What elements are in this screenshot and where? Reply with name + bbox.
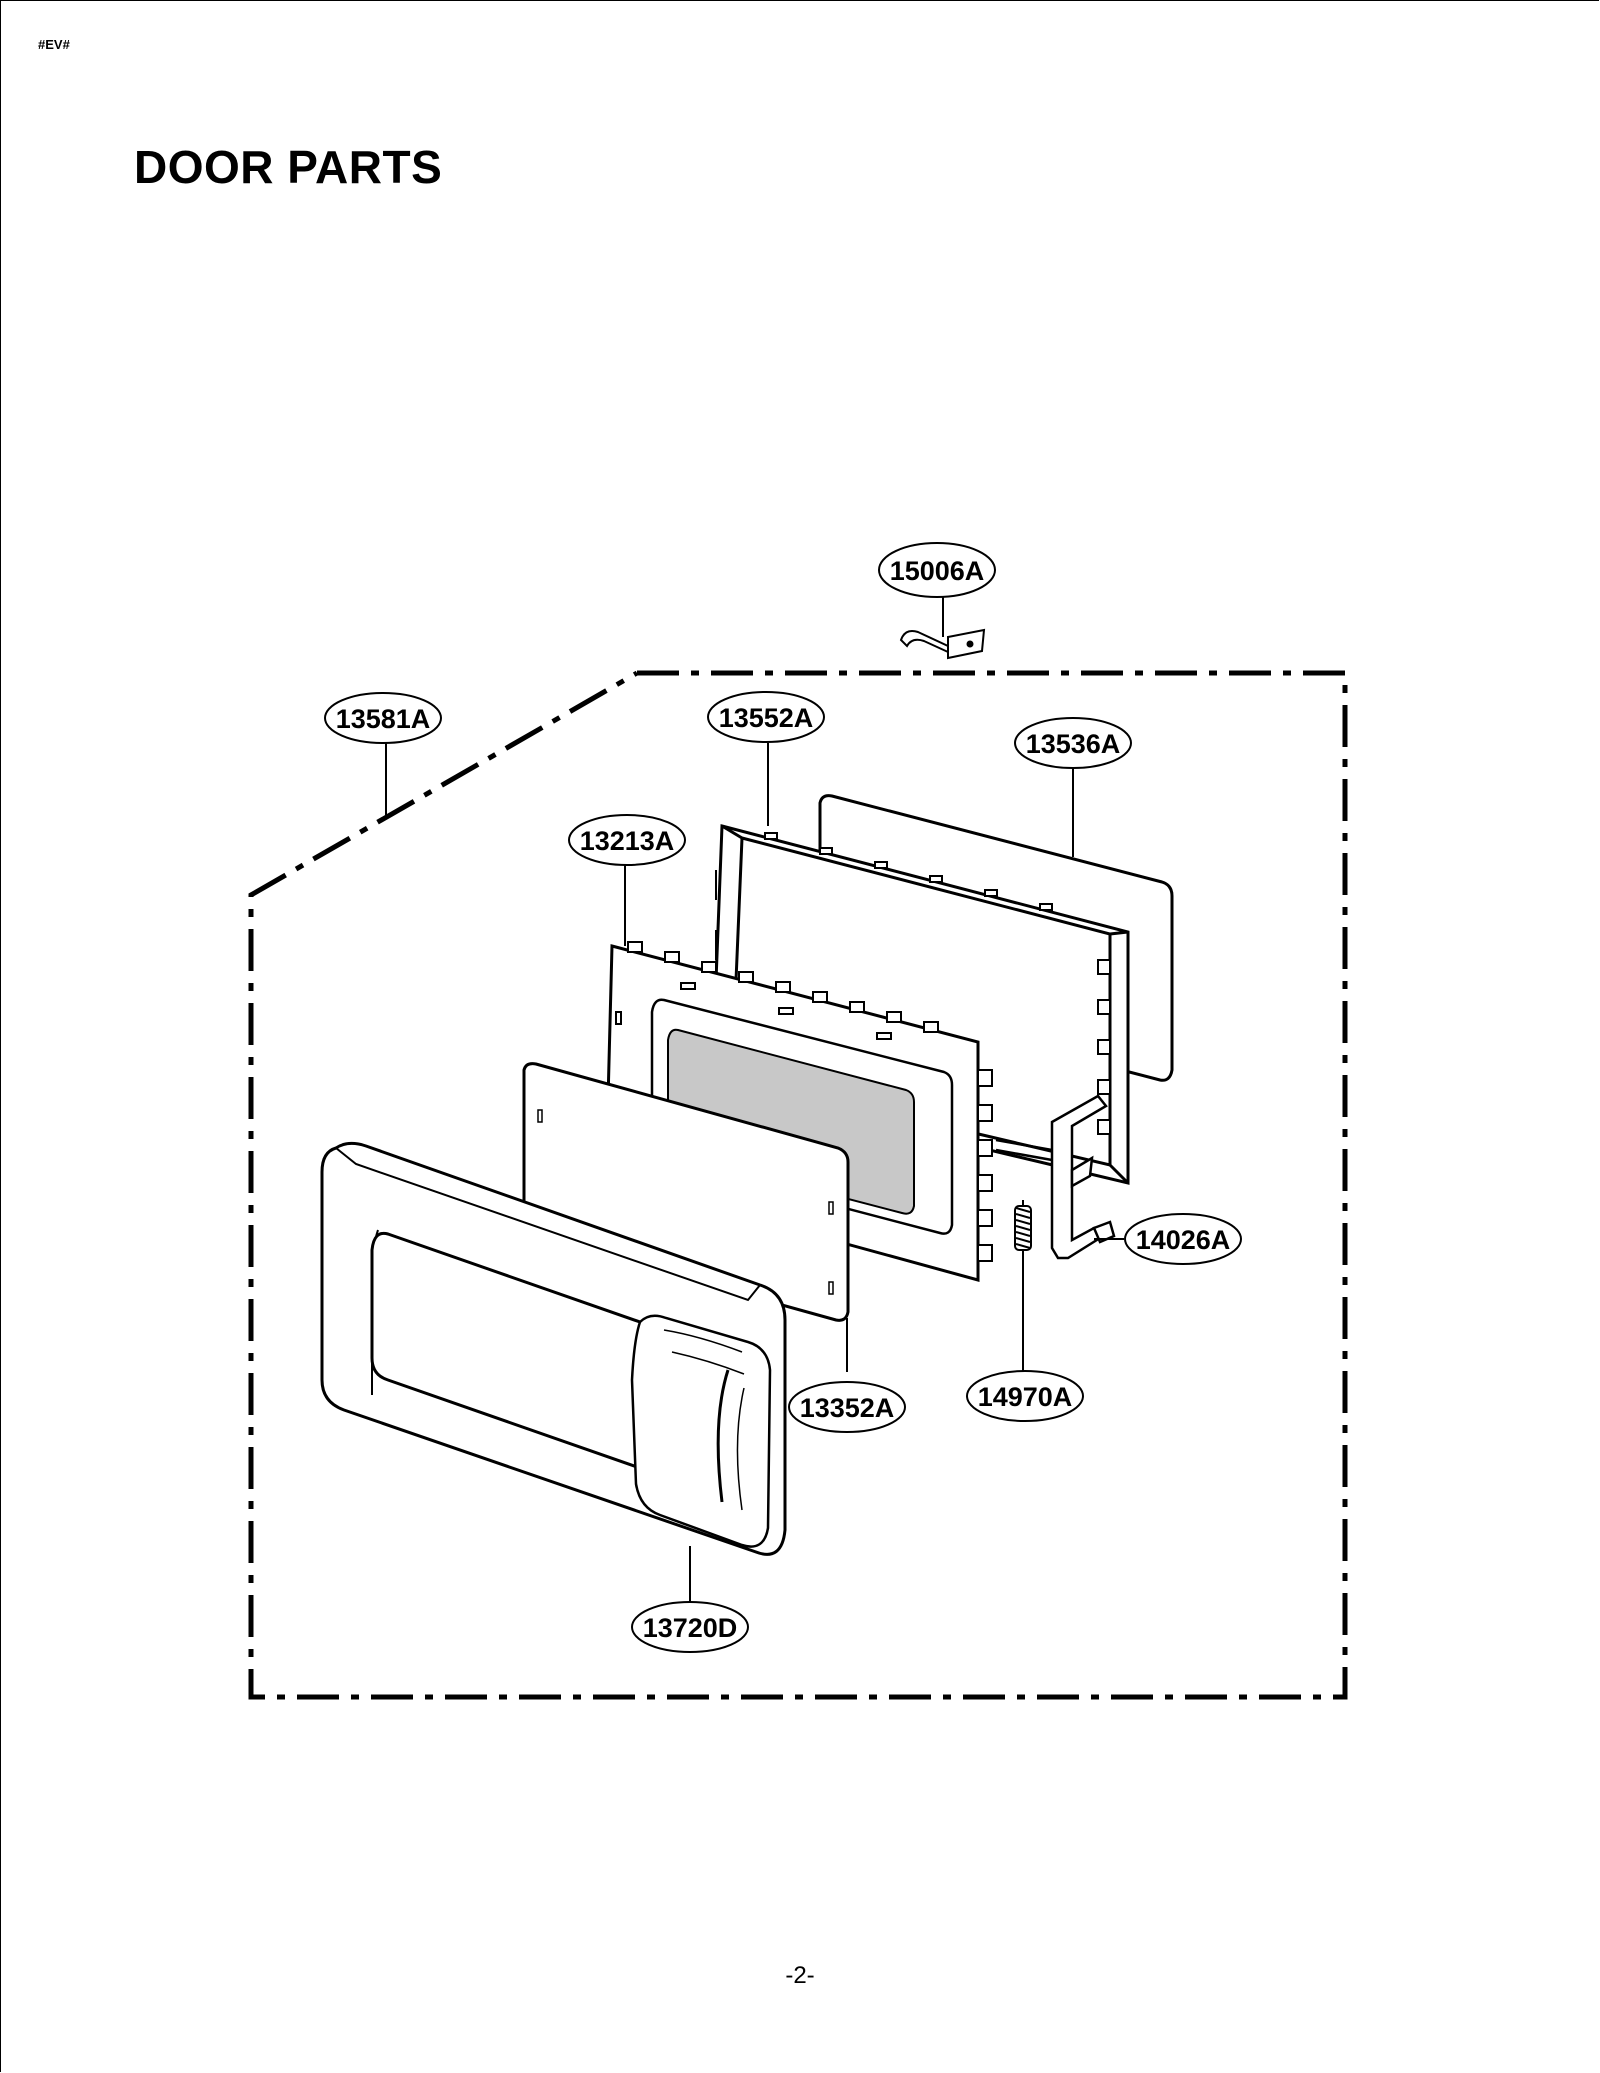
callout-label: 13581A <box>336 704 431 734</box>
part-hinge-bracket <box>899 628 986 660</box>
callout-15006A: 15006A <box>878 542 996 598</box>
callout-label: 13720D <box>643 1613 738 1643</box>
callout-label: 13213A <box>580 826 675 856</box>
part-outer-door <box>320 1141 787 1556</box>
callout-label: 13552A <box>719 703 814 733</box>
callout-14970A: 14970A <box>966 1370 1084 1422</box>
callout-label: 14026A <box>1136 1225 1231 1255</box>
callout-13213A: 13213A <box>568 814 686 866</box>
callout-13581A: 13581A <box>324 692 442 744</box>
callout-13536A: 13536A <box>1014 717 1132 769</box>
callout-label: 13536A <box>1026 729 1121 759</box>
callout-label: 14970A <box>978 1382 1073 1412</box>
callout-label: 15006A <box>890 556 985 586</box>
callout-label: 13352A <box>800 1393 895 1423</box>
callout-14026A: 14026A <box>1124 1213 1242 1265</box>
assembly-boundary <box>248 670 1348 1700</box>
callout-13552A: 13552A <box>707 691 825 743</box>
callout-13352A: 13352A <box>788 1381 906 1433</box>
callout-13720D: 13720D <box>631 1601 749 1653</box>
page-number: -2- <box>785 1962 815 1989</box>
part-latch-hook <box>995 1094 1116 1260</box>
page-title: DOOR PARTS <box>134 141 443 193</box>
part-spring <box>1014 1200 1032 1258</box>
leader-lines <box>385 597 1124 1606</box>
document-code: #EV# <box>38 37 70 52</box>
